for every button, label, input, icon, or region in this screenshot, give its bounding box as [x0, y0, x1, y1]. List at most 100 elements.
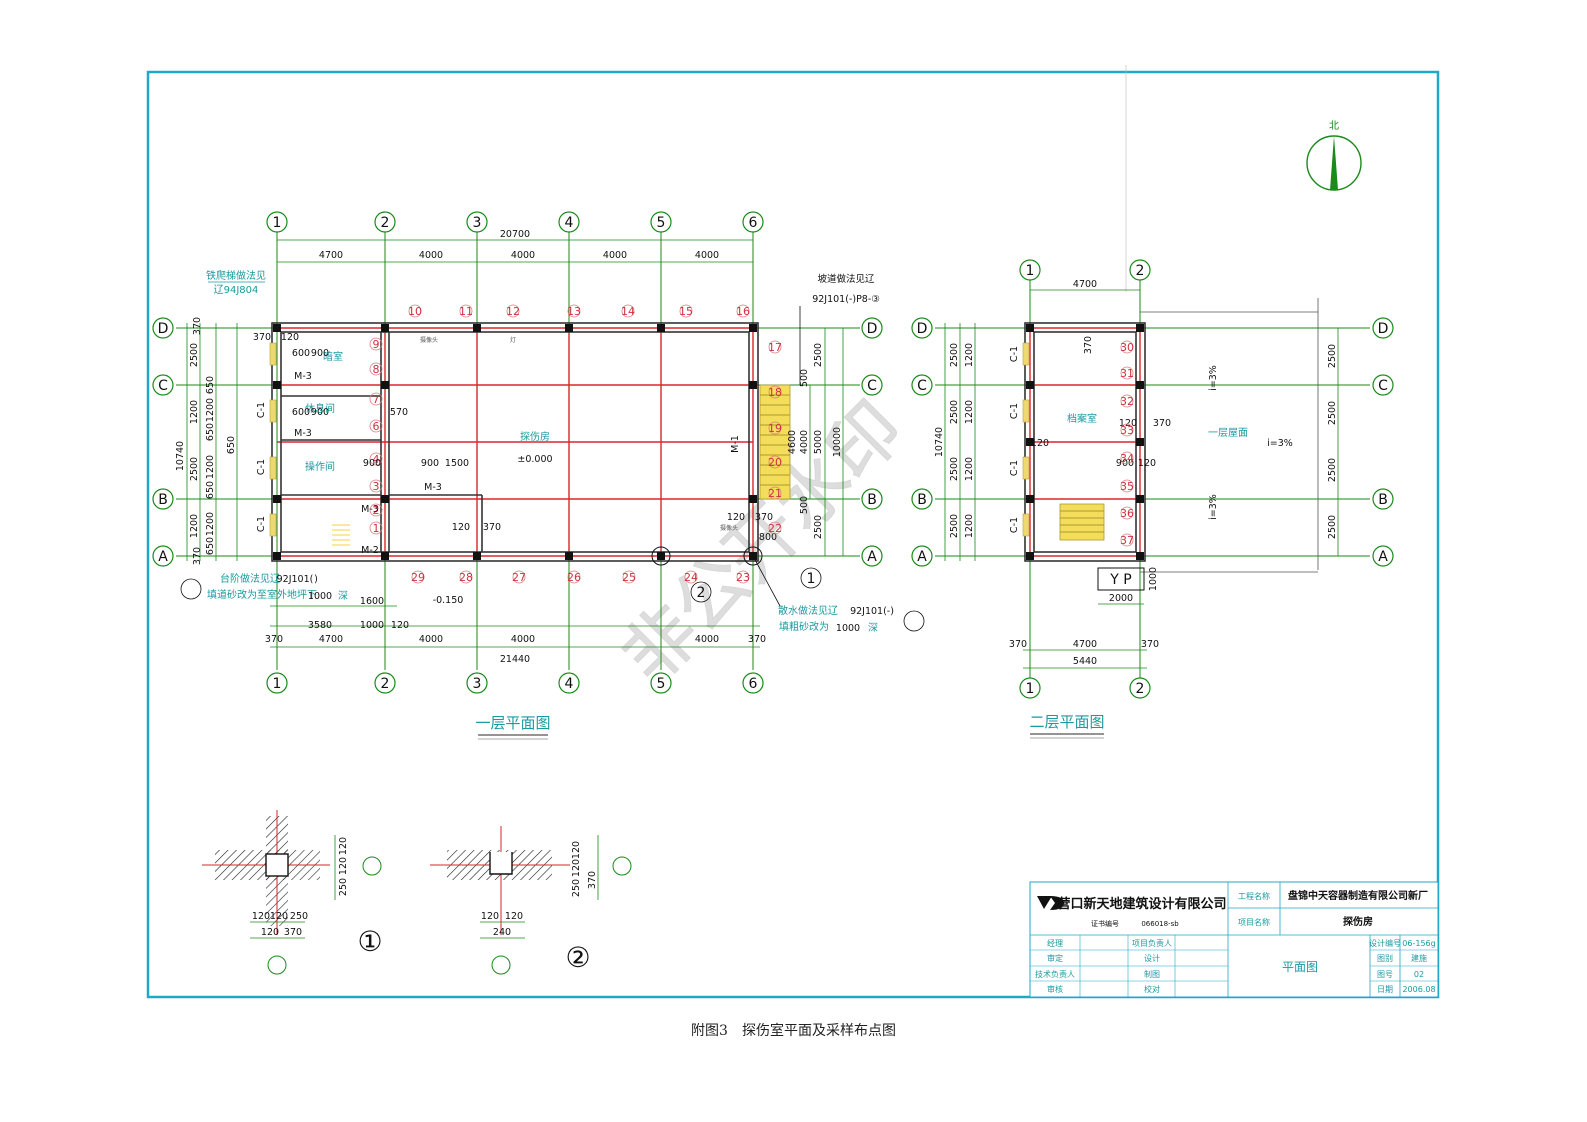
dim-text: 2000 — [1109, 593, 1133, 604]
sample-point: 29 — [411, 571, 425, 584]
dim-text: 2500 — [949, 400, 960, 424]
sample-point: 4 — [373, 453, 380, 466]
dim-text: 370 — [1083, 336, 1094, 354]
sample-point: 23 — [736, 571, 750, 584]
dim-text: 120 — [338, 857, 349, 875]
door-label: M-3 — [294, 428, 312, 439]
dim-text: 120 — [1119, 418, 1137, 429]
window-label: C-1 — [1009, 517, 1020, 533]
sample-point: 14 — [621, 305, 635, 318]
axis-label: 1 — [273, 215, 282, 231]
note-apron-depth: 1000 — [836, 623, 860, 634]
plan1-points-right: 17 18 19 20 21 22 — [768, 340, 782, 535]
sample-point: 9 — [373, 338, 380, 351]
plan2-windows — [1022, 342, 1030, 537]
axis-label: B — [917, 492, 927, 508]
plan1-dims-top: 20700 4700 4000 4000 4000 4000 — [277, 229, 753, 263]
axis-label: C — [1378, 378, 1388, 394]
axis-label: D — [917, 321, 928, 337]
axis-label: 3 — [473, 676, 482, 692]
info-label: 日期 — [1377, 985, 1393, 994]
note-step-ref2: ) — [314, 574, 318, 585]
yp-label: Y P — [1109, 572, 1131, 588]
sample-point: 17 — [768, 341, 782, 354]
dim-text: 1600 — [360, 596, 384, 607]
axis-label: 4 — [565, 215, 574, 231]
axis-label: 2 — [1136, 681, 1145, 697]
plan1-axis-top: 1 2 3 4 5 6 — [266, 211, 764, 233]
sample-point: 12 — [506, 305, 520, 318]
sample-point: 1 — [373, 522, 380, 535]
axis-label: 2 — [381, 215, 390, 231]
dim-text: 600 — [292, 407, 310, 418]
axis-label: C — [867, 378, 877, 394]
plan1-windows — [269, 342, 277, 537]
plan1-axis-right: D C B A — [861, 317, 883, 567]
plan2-columns — [1026, 324, 1144, 560]
dim-text: 800 — [759, 532, 777, 543]
room-dark: 暗室 — [323, 350, 343, 363]
info-label: 图别 — [1377, 954, 1393, 963]
axis-label: 3 — [473, 215, 482, 231]
ramp — [759, 384, 791, 500]
dim-text: 2500 — [189, 343, 200, 367]
dim-text: 120 — [452, 522, 470, 533]
info-value: 06-156g — [1402, 939, 1435, 948]
dim-text: 370 — [265, 634, 283, 645]
dim-text: 10000 — [832, 427, 843, 457]
sample-point: 3 — [373, 480, 380, 493]
room-flaw-detection: 探伤房 — [520, 430, 550, 443]
detail-marker-label: 1 — [807, 571, 816, 587]
role-label: 经理 — [1047, 938, 1063, 948]
detail-marker — [690, 581, 712, 603]
plan2-roof — [1140, 298, 1319, 573]
dim-text: 4000 — [511, 634, 535, 645]
sample-point: 15 — [679, 305, 693, 318]
axis-label: A — [867, 549, 877, 565]
dim-text: 120 — [505, 911, 523, 922]
sample-point: 10 — [408, 305, 422, 318]
sample-point: 35 — [1120, 480, 1134, 493]
detail-2: 120 120 240 120 120 250 370 ② — [430, 826, 632, 975]
dim-text: 4000 — [511, 250, 535, 261]
axis-label: 5 — [657, 215, 666, 231]
dim-text: 10740 — [175, 441, 186, 471]
role-label: 校对 — [1144, 984, 1160, 994]
figure-caption: 附图3 探伤室平面及采样布点图 — [691, 1023, 896, 1039]
sample-point: 7 — [373, 393, 380, 406]
dim-text: 900 — [311, 407, 329, 418]
door-label: M-2 — [361, 545, 379, 556]
window-label: C-1 — [256, 516, 267, 532]
room-archive: 档案室 — [1067, 412, 1097, 425]
detail-1-label: ① — [357, 925, 382, 958]
axis-label: B — [1378, 492, 1388, 508]
detail-marker — [800, 567, 822, 589]
axis-label: B — [158, 492, 168, 508]
axis-label: A — [158, 549, 168, 565]
title-block: 营口新天地建筑设计有限公司 证书编号 066018-sb 工程名称 盘锦中天容器… — [1029, 881, 1439, 998]
detail-marker-8 — [180, 578, 202, 600]
dim-text: 4000 — [695, 634, 719, 645]
sample-point: 19 — [768, 422, 782, 435]
info-label: 图号 — [1377, 970, 1393, 979]
sample-point: 25 — [622, 571, 636, 584]
sample-point: 30 — [1120, 341, 1134, 354]
sample-point: 27 — [512, 571, 526, 584]
cert-number: 066018-sb — [1141, 920, 1179, 928]
sheet-border — [146, 70, 1440, 999]
dim-text: 370 — [1141, 639, 1159, 650]
cert-label: 证书编号 — [1091, 919, 1119, 928]
note-apron: 散水做法见辽 — [778, 604, 838, 617]
sample-point: 36 — [1120, 507, 1134, 520]
dim-text: 4700 — [1073, 639, 1097, 650]
plan1-stair — [332, 524, 350, 546]
plan2-stair — [1059, 503, 1105, 541]
axis-label: D — [867, 321, 878, 337]
plan2-axis-top: 1 2 1 2 — [1019, 259, 1151, 699]
plan2-title: 二层平面图 — [1029, 713, 1104, 731]
sample-point: 21 — [768, 487, 782, 500]
dim-text: 10740 — [934, 427, 945, 457]
dim-text: 2500 — [949, 457, 960, 481]
door-label: M-3 — [294, 371, 312, 382]
dim-text: 5440 — [1073, 656, 1097, 667]
